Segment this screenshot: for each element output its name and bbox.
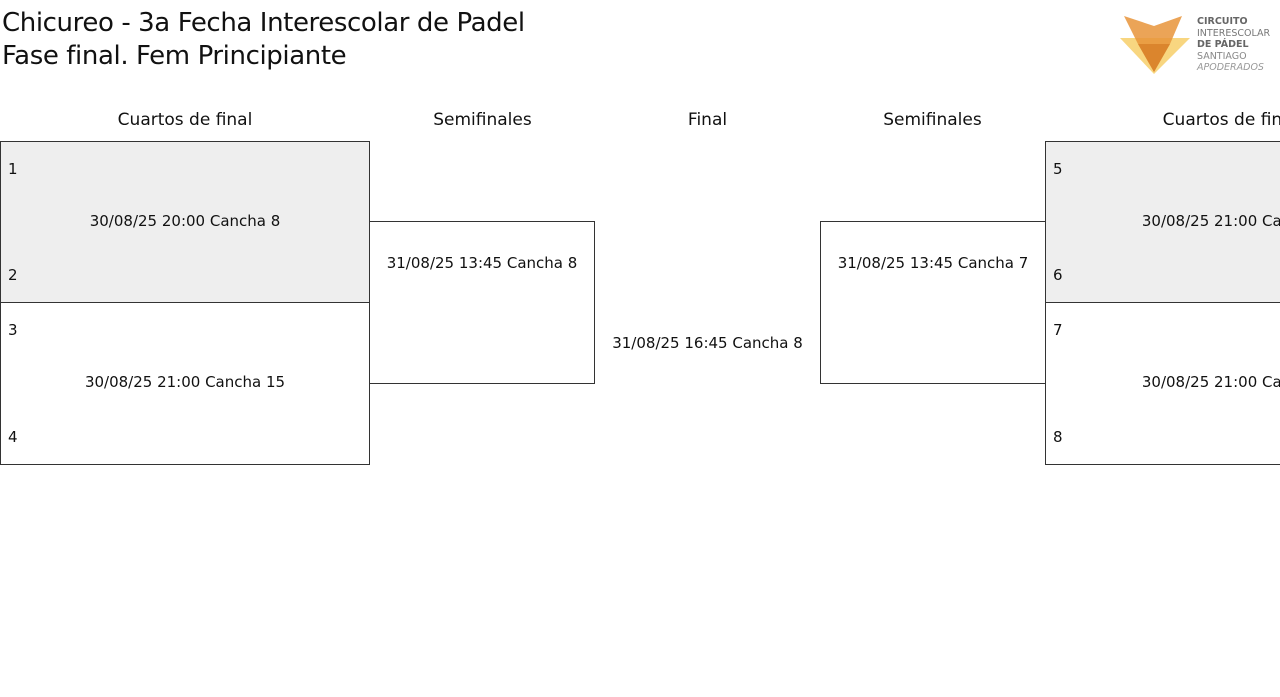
logo-text-line: INTERESCOLAR: [1197, 27, 1271, 39]
round-header-left-semifinals: Semifinales: [433, 110, 532, 130]
seed-number: 7: [1053, 321, 1063, 339]
logo-text-line: CIRCUITO: [1197, 16, 1248, 27]
round-header-left-quarterfinals: Cuartos de final: [117, 110, 253, 130]
match-box-left-sf[interactable]: 31/08/25 13:45 Cancha 8: [369, 221, 595, 384]
match-box-right-qf-1[interactable]: 5 30/08/25 21:00 Cancha 6: [1045, 141, 1280, 303]
match-schedule: 30/08/25 21:00 Cancha 15: [84, 373, 286, 391]
match-schedule: 31/08/25 13:45 Cancha 7: [837, 254, 1029, 272]
round-header-right-semifinals: Semifinales: [883, 110, 982, 130]
logo-text: CIRCUITO INTERESCOLAR DE PÁDEL SANTIAGO …: [1197, 16, 1270, 74]
seed-number: 4: [8, 428, 18, 446]
circuit-logo: CIRCUITO INTERESCOLAR DE PÁDEL SANTIAGO …: [1120, 14, 1280, 76]
match-schedule: 30/08/25 21:00 Cancha: [1141, 212, 1280, 230]
logo-text-line: APODERADOS: [1197, 62, 1264, 73]
seed-number: 2: [8, 266, 18, 284]
match-schedule: 31/08/25 13:45 Cancha 8: [386, 254, 578, 272]
round-header-right-quarterfinals: Cuartos de final: [1162, 110, 1280, 130]
seed-number: 8: [1053, 428, 1063, 446]
seed-number: 1: [8, 160, 18, 178]
fox-head-logo-icon: [1120, 16, 1190, 74]
final-match-schedule[interactable]: 31/08/25 16:45 Cancha 8: [612, 334, 803, 352]
match-box-left-qf-2[interactable]: 3 30/08/25 21:00 Cancha 15 4: [0, 302, 370, 465]
seed-number: 6: [1053, 266, 1063, 284]
match-box-left-qf-1[interactable]: 1 30/08/25 20:00 Cancha 8 2: [0, 141, 370, 303]
match-schedule: 30/08/25 21:00 Cancha: [1141, 373, 1280, 391]
page-title: Chicureo - 3a Fecha Interescolar de Pade…: [2, 8, 525, 38]
match-box-right-qf-2[interactable]: 7 30/08/25 21:00 Cancha 8: [1045, 302, 1280, 465]
page-subtitle: Fase final. Fem Principiante: [2, 41, 347, 71]
match-schedule: 30/08/25 20:00 Cancha 8: [89, 212, 281, 230]
match-box-right-sf[interactable]: 31/08/25 13:45 Cancha 7: [820, 221, 1046, 384]
seed-number: 5: [1053, 160, 1063, 178]
logo-text-line: DE PÁDEL: [1197, 39, 1249, 50]
logo-text-line: SANTIAGO: [1197, 50, 1247, 62]
round-header-final: Final: [687, 110, 728, 130]
seed-number: 3: [8, 321, 18, 339]
